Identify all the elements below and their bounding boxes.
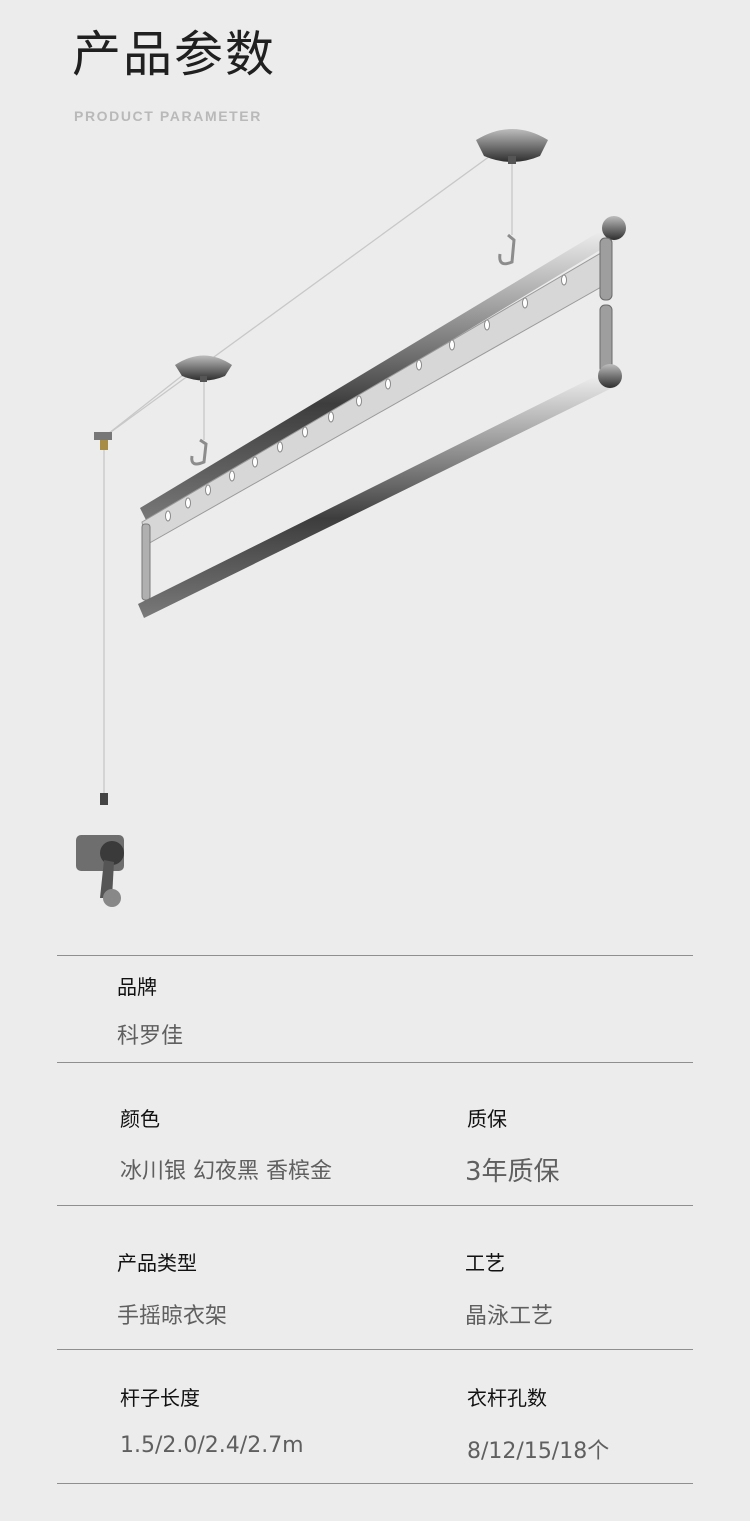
craft-value: 晶泳工艺: [465, 1304, 554, 1329]
param-row-color-warranty: 颜色 冰川银 幻夜黑 香槟金 质保 3年质保: [57, 1062, 693, 1205]
page-subtitle: PRODUCT PARAMETER: [74, 108, 262, 124]
side-link-left: [141, 523, 151, 601]
rod-length-value: 1.5/2.0/2.4/2.7m: [120, 1433, 304, 1458]
ceiling-mount-left-icon: [175, 355, 232, 382]
hook-left-icon: [190, 438, 208, 466]
ceiling-mount-right-icon: [476, 129, 548, 164]
clothes-drying-rack-illustration: [76, 129, 626, 907]
craft-label: 工艺: [465, 1251, 505, 1275]
rod-holes-value: 8/12/15/18个: [467, 1439, 610, 1464]
color-value: 冰川银 幻夜黑 香槟金: [120, 1159, 332, 1184]
param-table: 品牌 科罗佳 颜色 冰川银 幻夜黑 香槟金 质保 3年质保 产品类型 手摇晾衣架…: [57, 955, 693, 1484]
crank-handle-icon: [76, 793, 124, 907]
cable-lines: [103, 139, 513, 795]
product-type-label: 产品类型: [117, 1251, 197, 1275]
color-label: 颜色: [120, 1107, 160, 1131]
rod-holes-label: 衣杆孔数: [467, 1386, 547, 1410]
pulley-icon: [94, 432, 112, 450]
page-title: 产品参数: [72, 26, 277, 83]
bottom-rod: [138, 364, 622, 618]
warranty-value: 3年质保: [465, 1157, 560, 1187]
side-link-right: [599, 237, 613, 374]
rod-length-label: 杆子长度: [120, 1386, 200, 1410]
param-row-brand: 品牌 科罗佳: [57, 955, 693, 1062]
hook-right-icon: [498, 233, 516, 266]
param-row-length-holes: 杆子长度 1.5/2.0/2.4/2.7m 衣杆孔数 8/12/15/18个: [57, 1349, 693, 1484]
brand-label: 品牌: [117, 975, 157, 999]
brand-value: 科罗佳: [117, 1024, 184, 1049]
param-row-type-craft: 产品类型 手摇晾衣架 工艺 晶泳工艺: [57, 1205, 693, 1349]
product-type-value: 手摇晾衣架: [117, 1304, 228, 1329]
warranty-label: 质保: [467, 1107, 507, 1131]
